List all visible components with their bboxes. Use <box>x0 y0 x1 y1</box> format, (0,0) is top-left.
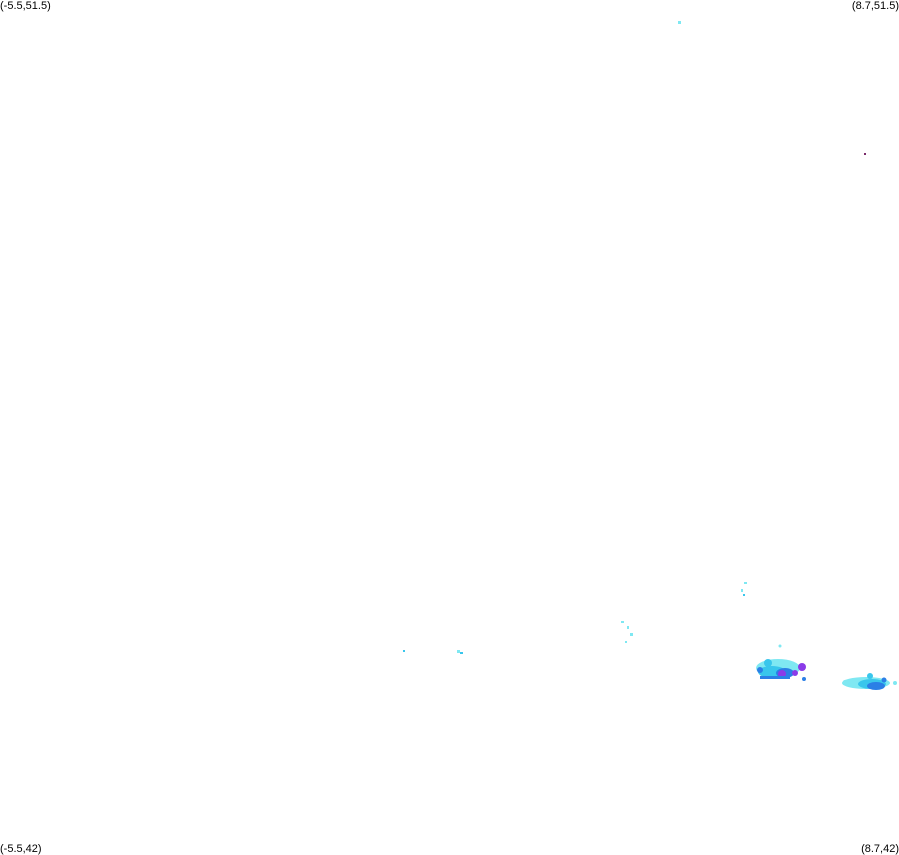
corner-label-top-left: (-5.5,51.5) <box>0 0 51 12</box>
echo-cluster-southeast-b <box>842 673 897 690</box>
echo-cluster-west <box>403 650 463 654</box>
echo-cluster-north <box>678 21 681 24</box>
echo-cluster-east-small <box>741 582 747 596</box>
echo-cluster-center <box>621 621 633 643</box>
echo-cluster-southeast-a <box>756 644 806 681</box>
station-marker <box>864 153 866 155</box>
corner-label-top-right: (8.7,51.5) <box>851 0 899 12</box>
corner-label-bottom-right: (8.7,42) <box>861 843 899 855</box>
corner-label-bottom-left: (-5.5,42) <box>0 843 42 855</box>
